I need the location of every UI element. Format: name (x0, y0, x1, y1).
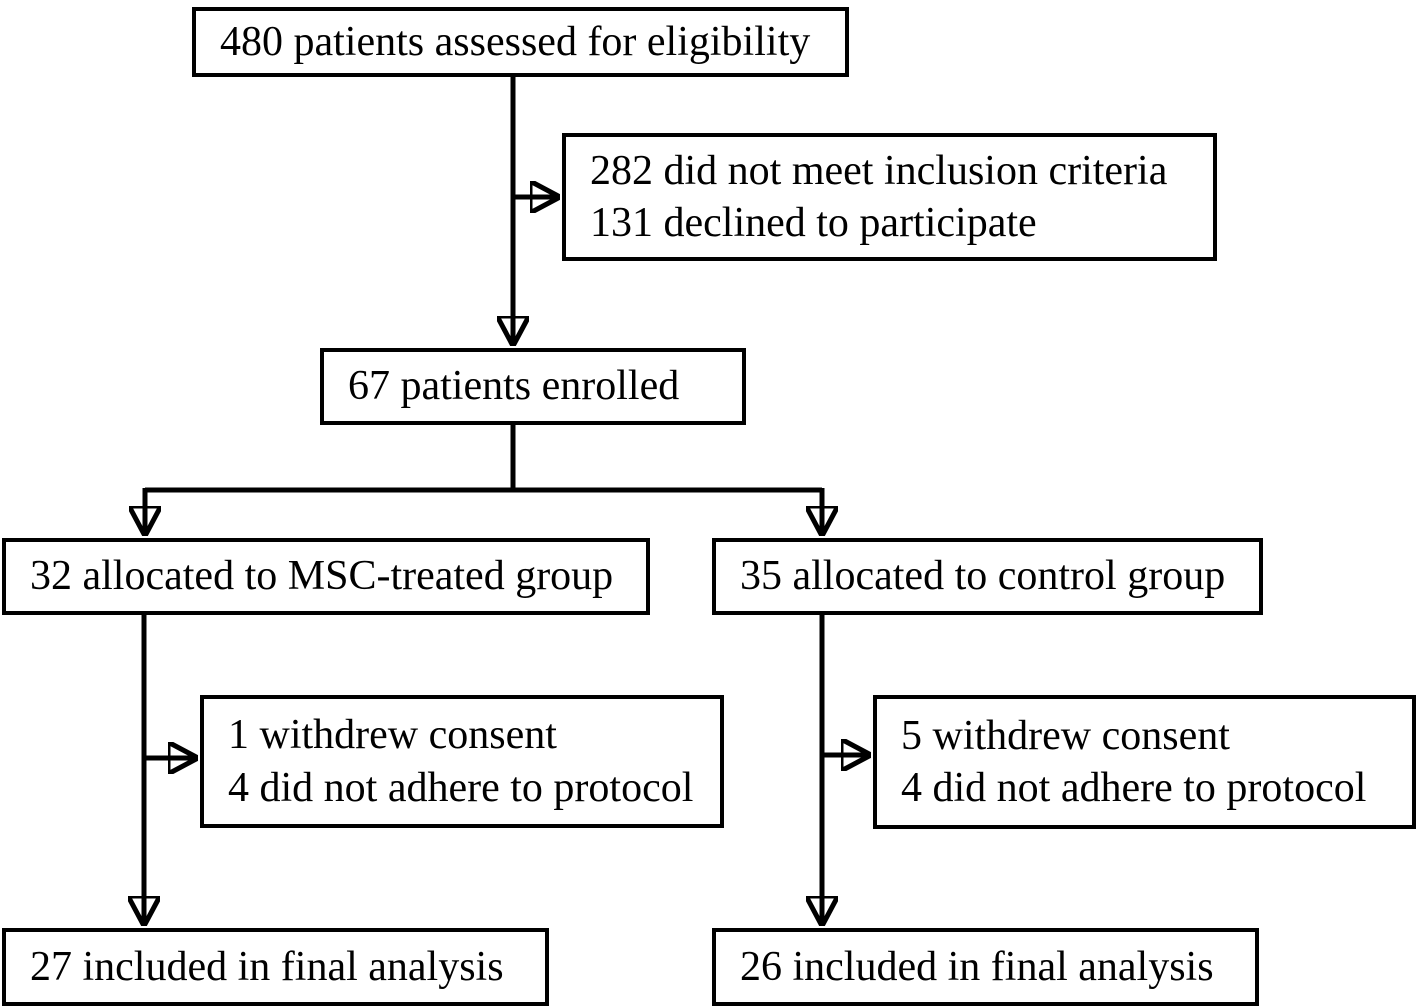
box-excluded: 282 did not meet inclusion criteria 131 … (562, 133, 1217, 261)
box-msc-final-line: 27 included in final analysis (30, 943, 504, 990)
box-enrolled: 67 patients enrolled (320, 348, 746, 425)
box-control-withdrawn: 5 withdrew consent 4 did not adhere to p… (873, 695, 1416, 829)
split-line-enrolled (145, 425, 822, 493)
box-msc-withdrawn: 1 withdrew consent 4 did not adhere to p… (200, 695, 724, 828)
box-enrolled-line: 67 patients enrolled (348, 363, 680, 410)
box-control-withdrawn-line-1: 5 withdrew consent (901, 712, 1230, 759)
box-control-allocated: 35 allocated to control group (712, 538, 1263, 615)
box-eligibility-line: 480 patients assessed for eligibility (220, 18, 811, 65)
box-control-allocated-line: 35 allocated to control group (740, 553, 1226, 600)
box-control-final-line: 26 included in final analysis (740, 943, 1214, 990)
box-excluded-line-2: 131 declined to participate (590, 200, 1037, 246)
box-control-final: 26 included in final analysis (712, 928, 1259, 1006)
box-eligibility: 480 patients assessed for eligibility (192, 7, 849, 77)
box-msc-final: 27 included in final analysis (2, 928, 549, 1006)
box-msc-allocated: 32 allocated to MSC-treated group (2, 538, 650, 615)
box-msc-allocated-line: 32 allocated to MSC-treated group (30, 553, 614, 600)
box-msc-withdrawn-line-2: 4 did not adhere to protocol (228, 764, 694, 811)
box-control-withdrawn-line-2: 4 did not adhere to protocol (901, 765, 1367, 811)
box-msc-withdrawn-line-1: 1 withdrew consent (228, 712, 557, 758)
box-excluded-line-1: 282 did not meet inclusion criteria (590, 147, 1168, 194)
